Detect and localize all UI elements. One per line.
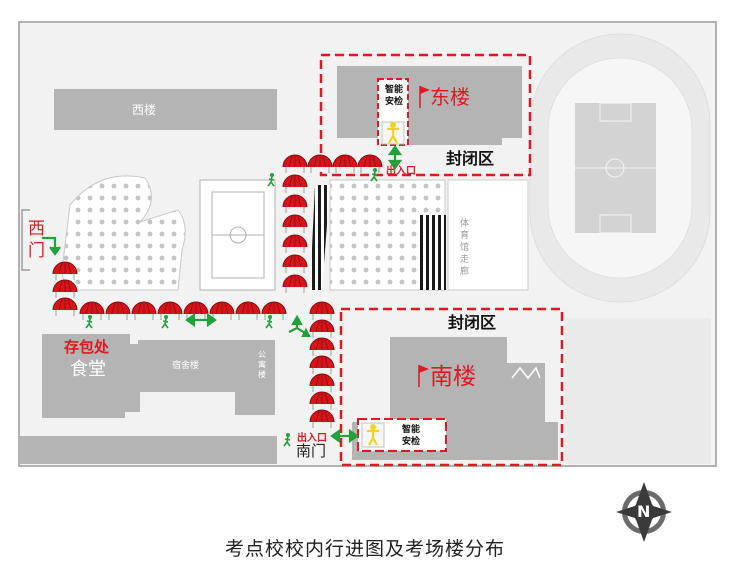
exit-east-label: 出入口 bbox=[386, 166, 416, 177]
stairs-center-b bbox=[420, 215, 446, 290]
checkpoint-east-label: 智能安检 bbox=[385, 85, 404, 107]
exit-south-label: 出入口 bbox=[297, 433, 327, 444]
map-caption: 考点校校内行进图及考场楼分布 bbox=[224, 538, 505, 560]
compass-north-label: N bbox=[637, 502, 651, 521]
person-icon-east bbox=[387, 122, 399, 144]
arrow-south-exit bbox=[330, 428, 359, 444]
arrow-walkway bbox=[185, 312, 217, 328]
arrow-west-gate bbox=[42, 236, 61, 256]
building-south-label: 南楼 bbox=[430, 364, 476, 390]
building-canteen-label: 食堂 bbox=[70, 359, 106, 380]
building-apartment-label: 公寓楼 bbox=[258, 350, 266, 379]
building-dorm-label: 宿舍楼 bbox=[172, 361, 200, 371]
basketball-court bbox=[199, 179, 276, 291]
flag-icon-south bbox=[418, 365, 429, 387]
closed-zone-south bbox=[339, 307, 564, 467]
bag-storage-label: 存包处 bbox=[64, 338, 110, 356]
checkpoint-south-label: 智能安检 bbox=[402, 425, 421, 447]
south-gate-label: 南门 bbox=[296, 442, 327, 460]
gym-corridor bbox=[447, 179, 529, 291]
arrow-east-exit bbox=[387, 145, 403, 170]
building-west bbox=[54, 89, 277, 130]
building-east-label: 东楼 bbox=[430, 85, 470, 109]
stairs-center-a bbox=[310, 185, 330, 290]
flag-icon-east bbox=[419, 86, 430, 108]
compass-icon bbox=[616, 482, 672, 542]
running-track bbox=[529, 33, 711, 303]
building-dorm bbox=[138, 340, 238, 392]
arrow-junction bbox=[288, 314, 311, 338]
building-west-label: 西楼 bbox=[132, 103, 157, 117]
closed-zone-south-label: 封闭区 bbox=[448, 313, 497, 332]
strip-southwest bbox=[19, 436, 277, 464]
gym-corridor-label: 体育馆走廊 bbox=[460, 219, 470, 277]
west-gate-marker bbox=[21, 209, 30, 271]
lawn-southeast bbox=[565, 318, 711, 464]
building-apartment bbox=[235, 340, 275, 415]
building-canteen bbox=[42, 334, 140, 418]
west-gate-label: 西门 bbox=[28, 219, 45, 261]
closed-zone-east-label: 封闭区 bbox=[446, 149, 495, 168]
person-icon-south bbox=[367, 424, 379, 446]
closed-zone-east bbox=[319, 53, 532, 177]
